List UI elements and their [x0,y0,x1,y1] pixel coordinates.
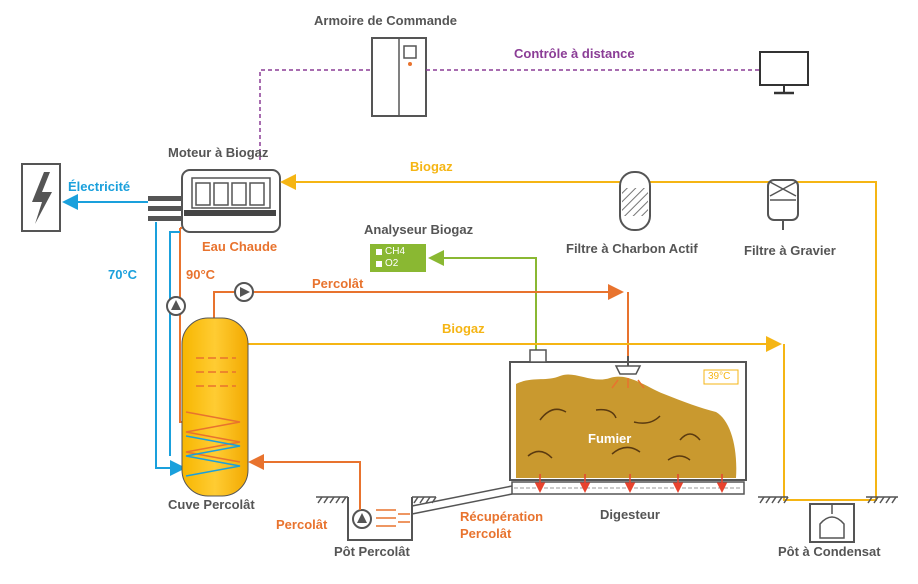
temp-90-label: 90°C [186,267,216,282]
electricity-label: Électricité [68,179,131,194]
temp-39-label: 39°C [708,371,731,382]
control-cabinet-icon [371,37,427,117]
monitor-icon [759,51,809,95]
gravel-filter-icon [767,179,799,230]
percolate-pump-icon [234,282,254,302]
ground-hatch [316,496,898,504]
percolate-pot-icon [347,497,413,541]
temp-70-label: 70°C [108,267,138,282]
cold-water-return-line [169,231,180,456]
gravel-filter-label: Filtre à Gravier [744,243,836,258]
biogas-condensate-line [783,344,877,501]
biogas-mid-label: Biogaz [442,321,485,336]
hot-water-label: Eau Chaude [202,239,278,254]
remote-control-label: Contrôle à distance [514,46,635,61]
recovery-label-line2: Percolât [460,526,512,541]
percolate-return-line [248,454,361,510]
percolate-tank-label: Cuve Percolât [168,497,255,512]
biogas-engine-label: Moteur à Biogaz [168,145,269,160]
percolate-tank-icon [181,317,249,497]
remote-control-line [259,69,760,160]
o2-label: O2 [385,258,399,269]
percolate-pot-label: Pôt Percolât [334,544,410,559]
temperature-39-badge [703,369,739,385]
control-cabinet-label: Armoire de Commande [314,13,458,28]
analyzer-sample-line [428,250,537,352]
digester-label: Digesteur [600,507,660,522]
ch4-label: CH4 [385,246,406,257]
percolate-top-label: Percolât [312,276,364,291]
percolate-pump-line [213,284,624,318]
biogas-return-line [280,174,877,350]
biogas-engine-icon [148,169,281,233]
analyzer-label: Analyseur Biogaz [364,222,474,237]
percolate-left-label: Percolât [276,517,328,532]
recovery-drain-pipe [411,485,513,515]
condensate-pot-label: Pôt à Condensat [778,544,881,559]
recovery-label-line1: Récupération [460,509,544,524]
charcoal-filter-label: Filtre à Charbon Actif [566,241,698,256]
condensate-pot-icon [809,503,855,543]
cold-water-line [155,222,186,476]
charcoal-filter-icon [619,171,651,231]
hot-water-pump-icon [166,296,186,316]
manure-label: Fumier [588,431,632,446]
electricity-grid-icon [21,163,61,232]
biogas-analyzer-icon [370,244,426,272]
biogas-top-label: Biogaz [410,159,453,174]
